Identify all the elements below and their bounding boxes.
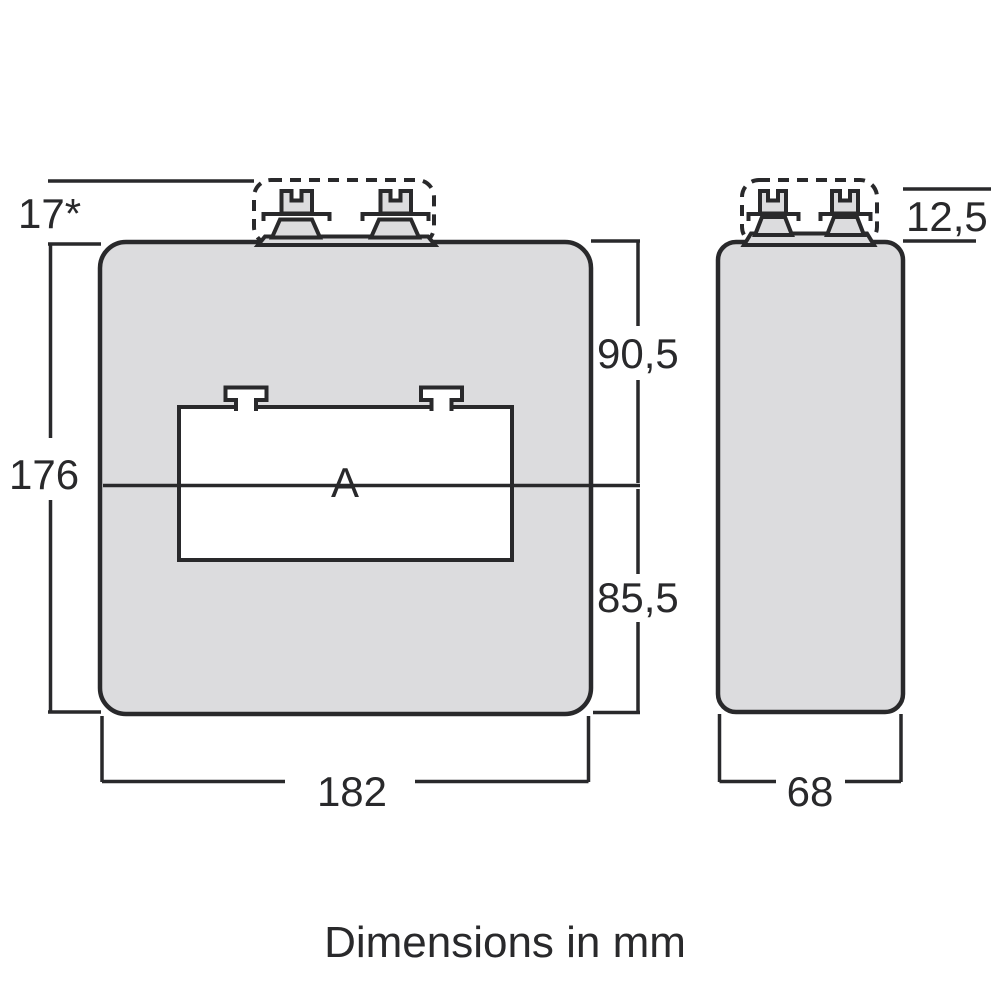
side-view (715, 178, 906, 715)
terminal-screw-head (758, 189, 788, 216)
dimension-label-12-5: 12,5 (906, 193, 988, 240)
dimension-label-90-5: 90,5 (597, 330, 679, 377)
terminal-screw-head (830, 189, 860, 216)
front-terminal-2 (360, 189, 431, 240)
dimension-overall-width: 182 (100, 716, 591, 815)
extension-lines (717, 714, 903, 782)
dimension-label-68: 68 (787, 768, 834, 815)
terminal-screw-head (378, 189, 413, 216)
dimension-label-182: 182 (317, 768, 387, 815)
dimension-label-17: 17* (18, 190, 81, 237)
caption: Dimensions in mm (324, 918, 686, 967)
front-view: A (97, 178, 640, 717)
side-body (715, 239, 906, 715)
dimension-label-85-5: 85,5 (597, 574, 679, 621)
side-terminal-2 (818, 189, 873, 237)
dimension-half-heights: 90,5 85,5 (591, 239, 679, 715)
terminal-base-trapezoid (824, 215, 867, 237)
terminal-base-trapezoid (367, 217, 423, 240)
mounting-t-slot-1 (223, 385, 269, 411)
primary-window (177, 405, 514, 562)
terminal-screw-head (279, 189, 314, 216)
dimension-label-176: 176 (9, 451, 79, 498)
mounting-t-slot-2 (419, 385, 464, 411)
extension-lines (100, 716, 591, 782)
front-terminal-1 (261, 189, 332, 240)
dimension-terminal-height-front: 17* (18, 179, 254, 237)
dimension-overall-height: 176 (9, 242, 101, 714)
dimension-terminal-height-side: 12,5 (903, 187, 991, 243)
terminal-base-trapezoid (752, 215, 795, 237)
dimension-depth: 68 (717, 714, 903, 815)
side-terminal-1 (746, 189, 801, 237)
window-label: A (331, 459, 359, 506)
terminal-base-trapezoid (268, 217, 324, 240)
